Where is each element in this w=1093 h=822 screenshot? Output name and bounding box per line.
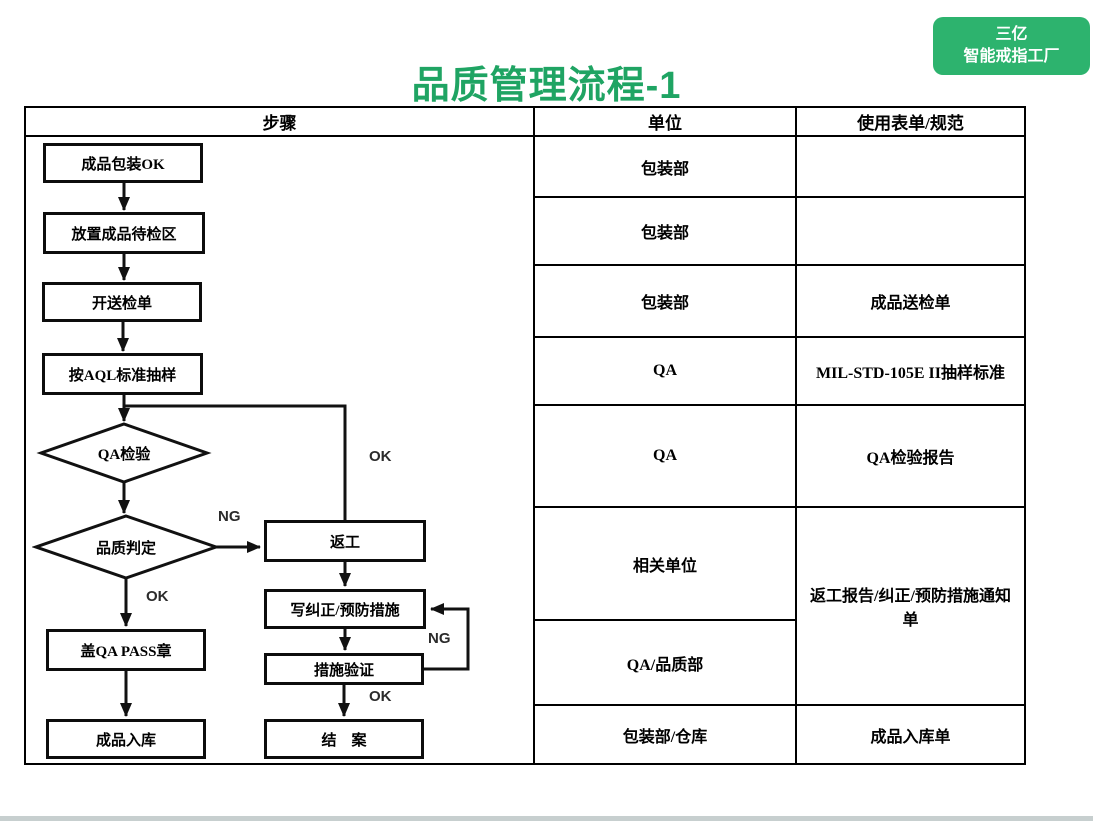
- form-cell-2: [795, 196, 1026, 266]
- connector-rework-to-reinspect: [124, 404, 347, 520]
- node-qa-pass-stamp: 盖QA PASS章: [46, 629, 206, 671]
- node-aql-sampling: 按AQL标准抽样: [42, 353, 203, 395]
- table-row: 包装部/仓库 成品入库单: [25, 704, 1026, 765]
- flowchart: 成品包装OK 放置成品待检区 开送检单 按AQL标准抽样 QA检验 品质判定 盖…: [32, 138, 527, 762]
- company-badge: 三亿 智能戒指工厂: [933, 17, 1090, 75]
- process-table: 步骤 单位 使用表单/规范: [24, 106, 1026, 765]
- table-row: QA MIL-STD-105E II抽样标准: [25, 336, 1026, 406]
- node-staging-area: 放置成品待检区: [43, 212, 205, 254]
- node-close-case: 结 案: [264, 719, 424, 759]
- label-verify-ng: NG: [428, 630, 451, 647]
- table-row: 包装部: [25, 196, 1026, 266]
- form-cell-8: 成品入库单: [795, 704, 1026, 765]
- flow-connectors: [32, 183, 470, 717]
- label-reinspect-ok: OK: [369, 448, 392, 465]
- label-verify-ok: OK: [369, 688, 392, 705]
- form-cell-4: MIL-STD-105E II抽样标准: [795, 336, 1026, 406]
- form-cell-5: QA检验报告: [795, 404, 1026, 508]
- diamond-qa-inspect: [36, 422, 212, 484]
- node-warehouse-in: 成品入库: [46, 719, 206, 759]
- node-pack-ok: 成品包装OK: [43, 143, 203, 183]
- table-row: QA/品质部: [25, 619, 1025, 706]
- label-judge-ok: OK: [146, 588, 169, 605]
- table-row: 相关单位 返工报告/纠正/预防措施通知单: [25, 506, 1026, 706]
- col-header-unit: 单位: [533, 106, 797, 137]
- header-row: 步骤 单位 使用表单/规范: [24, 106, 1026, 137]
- unit-cell-8: 包装部/仓库: [533, 704, 797, 765]
- form-cell-6-merged: 返工报告/纠正/预防措施通知单: [795, 506, 1026, 706]
- unit-cell-1: 包装部: [533, 135, 797, 198]
- form-cell-3: 成品送检单: [795, 264, 1026, 338]
- footer-divider-bar: [0, 816, 1093, 821]
- node-corrective-action: 写纠正/预防措施: [264, 589, 426, 629]
- node-inspection-request: 开送检单: [42, 282, 202, 322]
- node-verify-action: 措施验证: [264, 653, 424, 685]
- label-judge-ng: NG: [218, 508, 241, 525]
- company-badge-line1: 三亿: [995, 26, 1028, 44]
- col-header-forms: 使用表单/规范: [795, 106, 1026, 137]
- unit-cell-5: QA: [533, 404, 797, 508]
- table-row: QA QA检验报告: [25, 404, 1026, 508]
- node-rework: 返工: [264, 520, 426, 562]
- unit-cell-3: 包装部: [533, 264, 797, 338]
- flowchart-cell: 成品包装OK 放置成品待检区 开送检单 按AQL标准抽样 QA检验 品质判定 盖…: [24, 135, 535, 765]
- table-row: 成品包装OK 放置成品待检区 开送检单 按AQL标准抽样 QA检验 品质判定 盖…: [24, 135, 1026, 765]
- connector-verify-ng-loop: [424, 603, 470, 671]
- col-header-steps: 步骤: [24, 106, 535, 137]
- page-title: 品质管理流程-1: [411, 65, 682, 107]
- form-cell-1: [795, 135, 1026, 198]
- company-badge-line2: 智能戒指工厂: [963, 48, 1060, 65]
- unit-cell-2: 包装部: [533, 196, 797, 266]
- diamond-quality-judge: [32, 514, 221, 580]
- unit-cell-6: 相关单位: [533, 506, 797, 621]
- node-quality-judge-label: 品质判定: [95, 540, 156, 557]
- table-row: 包装部 成品送检单: [25, 264, 1026, 338]
- node-qa-inspect-label: QA检验: [97, 446, 151, 463]
- unit-cell-7: QA/品质部: [533, 619, 797, 706]
- unit-cell-4: QA: [533, 336, 797, 406]
